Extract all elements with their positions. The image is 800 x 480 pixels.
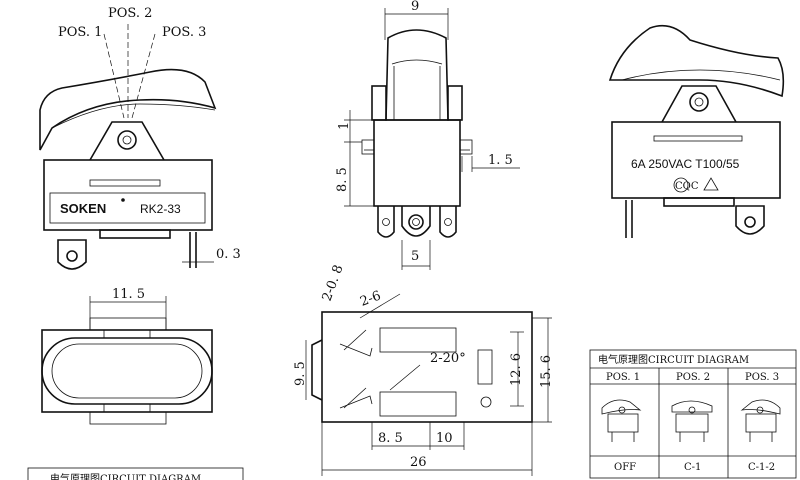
state-c1: C-1 <box>684 462 701 473</box>
header-pos3: POS. 3 <box>745 372 779 383</box>
front-view: 9 1 8. 5 1. 5 5 <box>335 0 520 270</box>
header-pos2: POS. 2 <box>676 372 710 383</box>
dim-front-width: 9 <box>411 0 419 14</box>
dim-top-width: 11. 5 <box>112 287 145 302</box>
dim-2-0-8: 2-0. 8 <box>320 263 347 303</box>
dim-9-5: 9. 5 <box>293 361 308 386</box>
dim-front-1: 1 <box>337 122 352 130</box>
pos1-label: POS. 1 <box>58 25 102 40</box>
pos2-label: POS. 2 <box>108 6 152 21</box>
dim-angle: 2-20° <box>430 351 466 366</box>
state-c12: C-1-2 <box>748 462 775 473</box>
dim-front-8-5: 8. 5 <box>335 167 350 192</box>
switch-icon-pos2 <box>671 400 713 442</box>
top-view: 11. 5 <box>41 287 213 425</box>
brand-logo: SOKEN <box>60 201 106 216</box>
rating-label: 6A 250VAC T100/55 <box>631 157 740 171</box>
circuit-diagram-table: 电气原理图CIRCUIT DIAGRAM POS. 1 POS. 2 POS. … <box>589 349 797 479</box>
dim-10: 10 <box>436 431 453 446</box>
switch-icon-pos1 <box>601 399 642 442</box>
side-view-right: 6A 250VAC T100/55 CQC <box>608 24 785 238</box>
cqc-mark: CQC <box>675 181 699 192</box>
circuit-diagram-title: 电气原理图CIRCUIT DIAGRAM <box>598 353 749 366</box>
dim-26: 26 <box>410 455 427 470</box>
dim-15-6: 15. 6 <box>539 355 554 388</box>
circuit-diagram-table-partial: 电气原理图CIRCUIT DIAGRAM <box>27 467 244 480</box>
bottom-view: 2-0. 8 2-6 9. 5 2-20° 12. 6 15. 6 8. 5 1… <box>293 263 554 476</box>
dim-front-5: 5 <box>411 249 419 264</box>
side-view-left: SOKEN RK2-33 0. 3 POS. 1 POS. 2 POS. 3 <box>39 6 241 270</box>
dim-pin-thickness: 0. 3 <box>216 247 241 262</box>
state-off: OFF <box>614 462 636 473</box>
dim-8-5: 8. 5 <box>378 431 403 446</box>
header-pos1: POS. 1 <box>606 372 640 383</box>
partial-table-title: 电气原理图CIRCUIT DIAGRAM <box>50 472 201 480</box>
model-label: RK2-33 <box>140 202 181 216</box>
pos3-label: POS. 3 <box>162 25 206 40</box>
dim-front-1-5: 1. 5 <box>488 153 513 168</box>
dim-2-6: 2-6 <box>358 289 383 310</box>
dim-12-6: 12. 6 <box>509 353 524 386</box>
switch-icon-pos3 <box>740 399 781 442</box>
